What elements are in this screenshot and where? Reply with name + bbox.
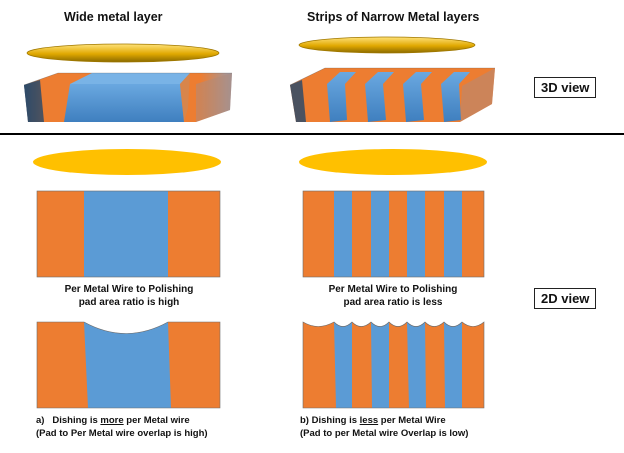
narrow-wire-dished-1: [334, 322, 352, 408]
wide-wire-top: [70, 73, 190, 84]
emphasis-less: less: [359, 415, 379, 426]
wide-wire-dished: [84, 322, 171, 408]
narrow-wire-2d-3: [407, 191, 425, 277]
caption-left-result: a) Dishing is more per Metal wire (Pad t…: [36, 414, 208, 440]
narrow-wire-2d-2: [371, 191, 389, 277]
caption-right-ratio-line2: pad area ratio is less: [343, 297, 443, 308]
polishing-pad-2d-left: [33, 149, 221, 175]
caption-left-ratio-line1: Per Metal Wire to Polishing: [64, 284, 194, 295]
narrow-wire-2d-1: [334, 191, 352, 277]
caption-left-ratio-line2: pad area ratio is high: [78, 297, 180, 308]
caption-right-result-line2: (Pad to per Metal wire Overlap is low): [300, 428, 469, 439]
narrow-wire-3d-3: [403, 72, 432, 122]
narrow-wire-3d-2: [365, 72, 394, 122]
caption-right-result-line1: b) Dishing is less per Metal Wire: [300, 415, 446, 426]
wide-wire-front: [64, 84, 184, 122]
narrow-strips-block-3d: [289, 67, 495, 122]
emphasis-more: more: [100, 415, 124, 426]
polishing-pad-2d-right: [299, 149, 487, 175]
caption-right-ratio: Per Metal Wire to Polishing pad area rat…: [300, 283, 486, 309]
polishing-pad-3d-right: [298, 36, 476, 54]
narrow-strips-2d-dished: [302, 321, 485, 409]
caption-left-result-line2: (Pad to Per Metal wire overlap is high): [36, 428, 208, 439]
wide-metal-block-3d: [23, 72, 232, 122]
wide-metal-2d-before: [36, 190, 221, 278]
caption-left-result-line1: a) Dishing is more per Metal wire: [36, 415, 190, 426]
title-narrow-strips: Strips of Narrow Metal layers: [307, 10, 480, 24]
narrow-wire-dished-2: [371, 322, 389, 408]
caption-right-ratio-line1: Per Metal Wire to Polishing: [328, 284, 458, 295]
narrow-strips-2d-before: [302, 190, 485, 278]
wide-metal-2d-dished: [36, 321, 221, 409]
title-wide-metal: Wide metal layer: [64, 10, 163, 24]
label-2d-view: 2D view: [534, 288, 597, 309]
caption-left-ratio: Per Metal Wire to Polishing pad area rat…: [36, 283, 222, 309]
label-3d-view: 3D view: [534, 77, 597, 98]
polishing-pad-3d-left: [26, 43, 220, 63]
caption-right-result: b) Dishing is less per Metal Wire (Pad t…: [300, 414, 468, 440]
narrow-wire-dished-4: [444, 322, 462, 408]
narrow-wire-3d-4: [441, 72, 470, 122]
narrow-wire-dished-3: [407, 322, 426, 408]
wide-wire-2d: [84, 191, 168, 277]
narrow-wire-3d-1: [327, 72, 356, 122]
narrow-wire-2d-4: [444, 191, 462, 277]
